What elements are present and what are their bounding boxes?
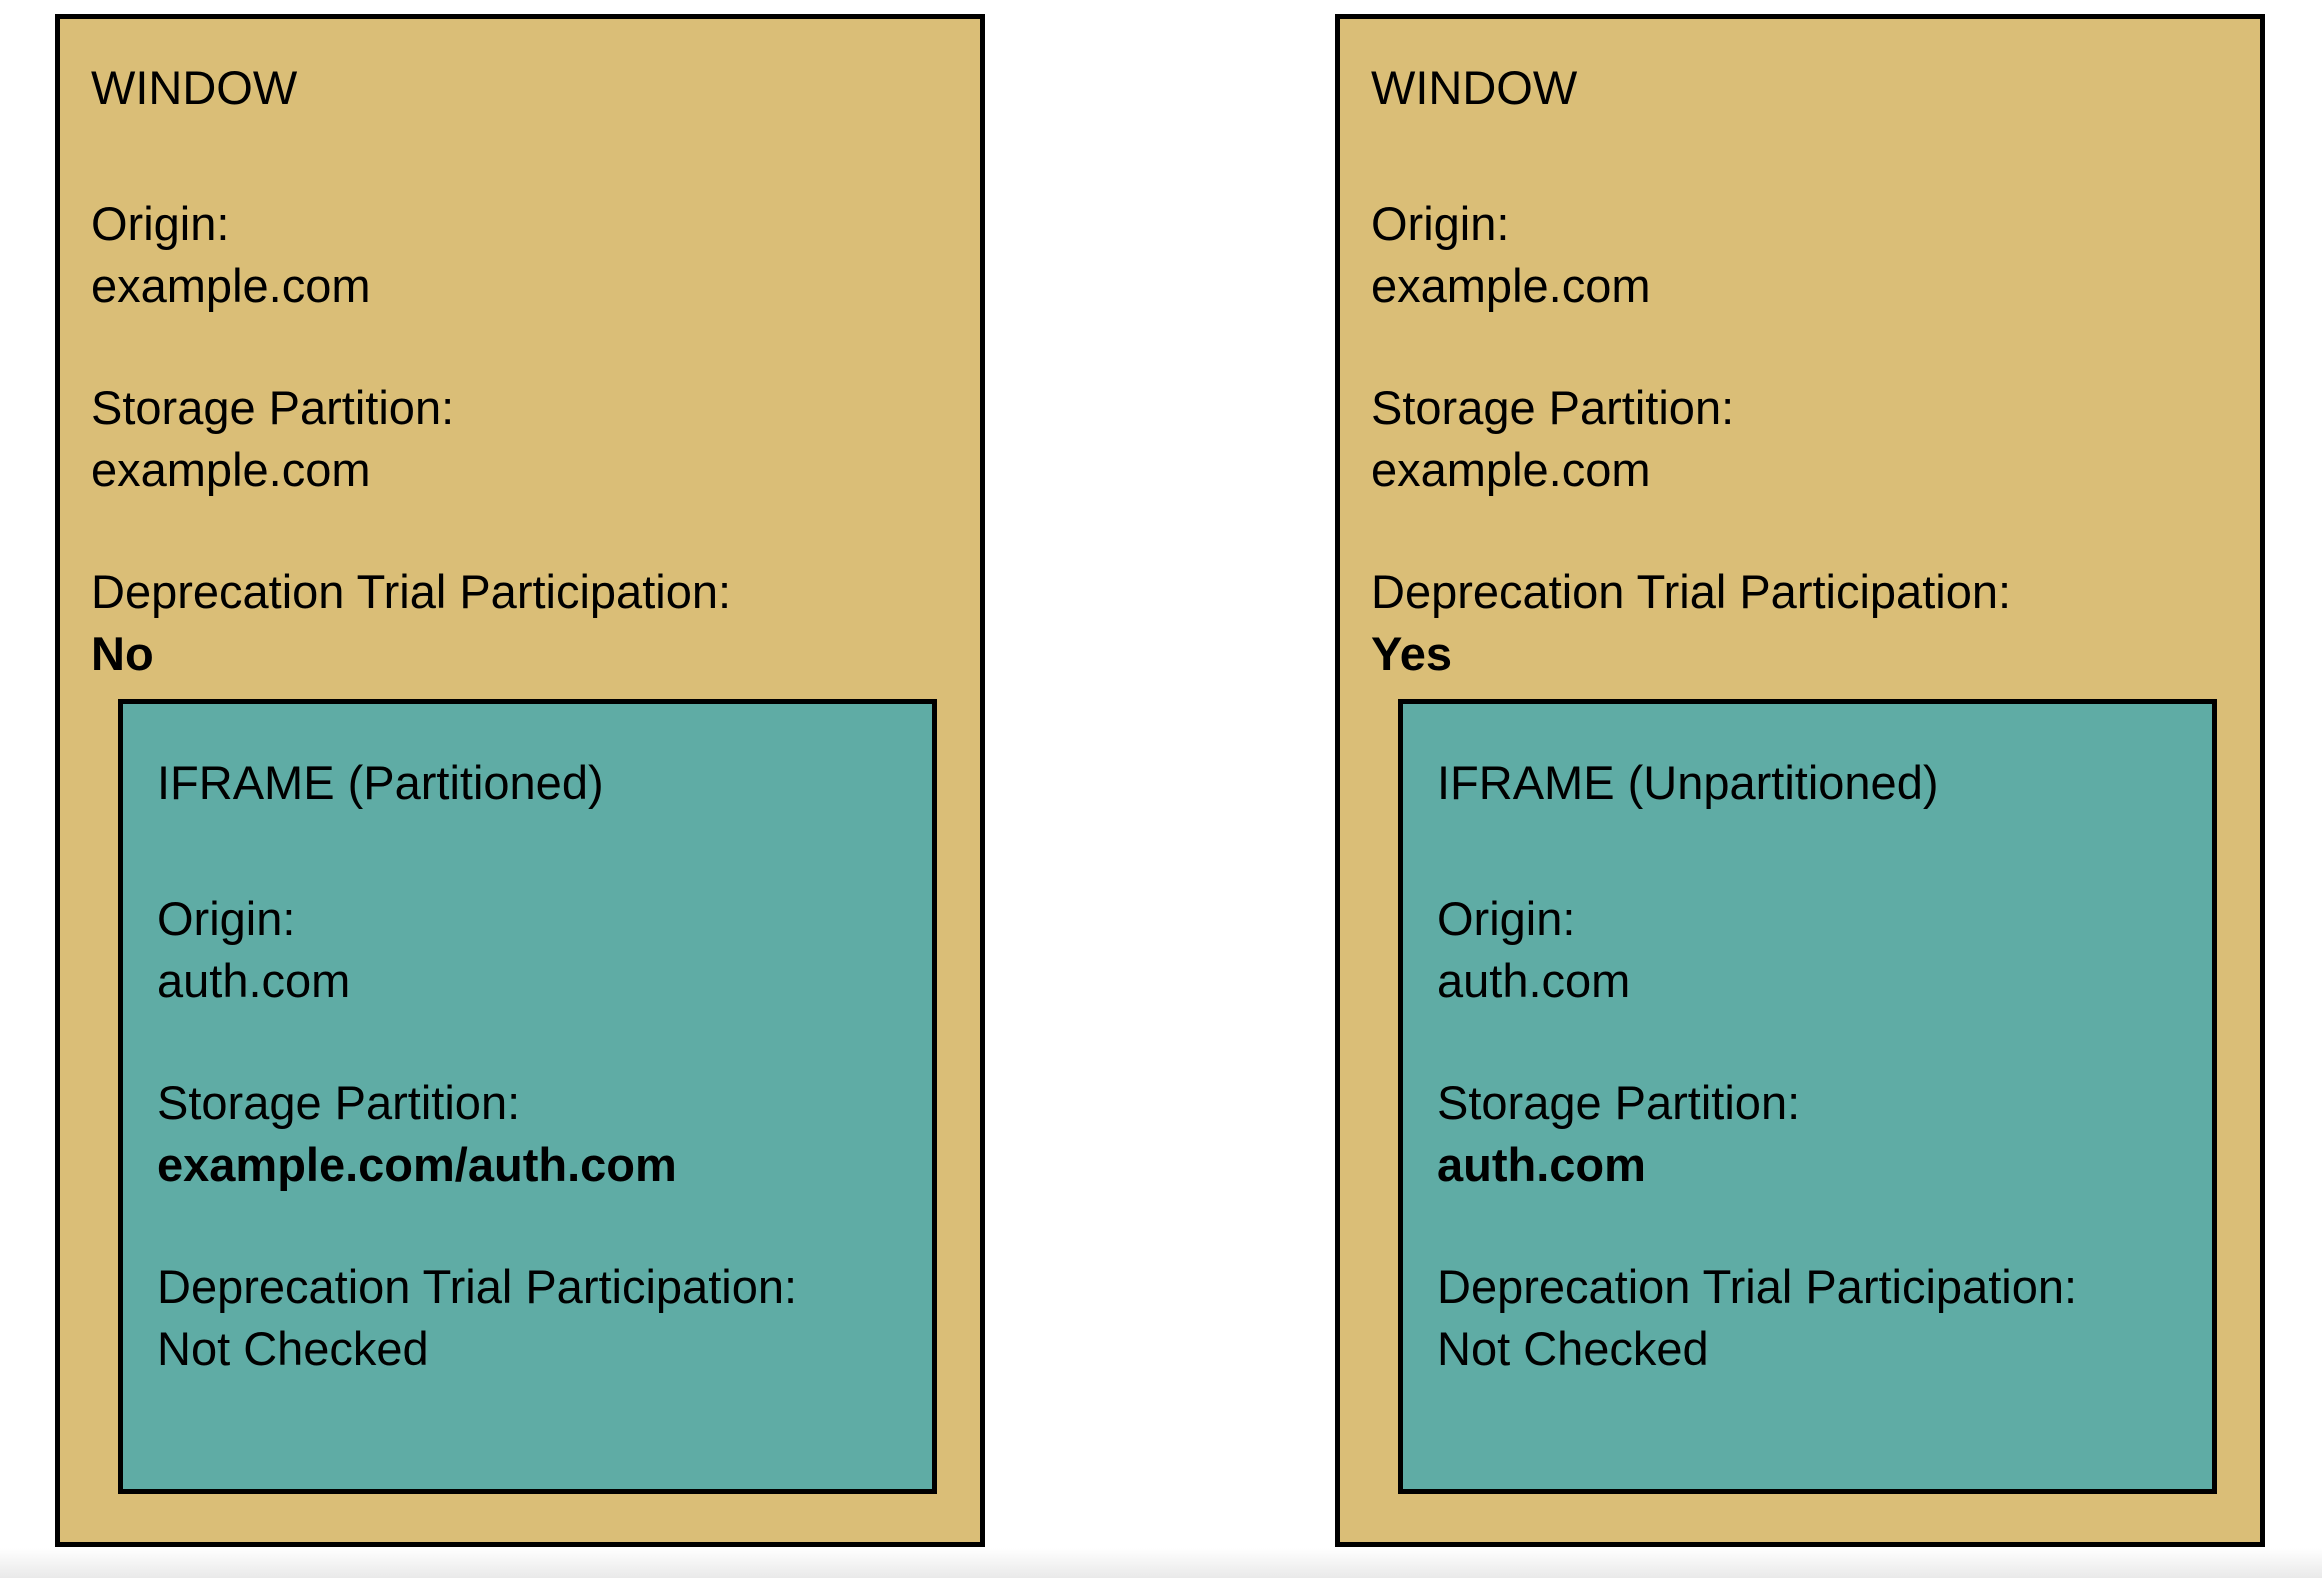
deprecation-trial-label: Deprecation Trial Participation: [91,565,732,618]
iframe-storage-partition-value: auth.com [1437,1138,1646,1191]
origin-label: Origin: [1371,197,1510,250]
window-box-left: WINDOW Origin: example.com Storage Parti… [55,14,985,1547]
storage-partition-field: Storage Partition: example.com [1371,377,2229,501]
deprecation-trial-value: Yes [1371,627,1453,680]
storage-partition-value: example.com [1371,443,1651,496]
iframe-storage-partition-field: Storage Partition: example.com/auth.com [157,1072,902,1196]
iframe-storage-partition-value: example.com/auth.com [157,1138,677,1191]
iframe-origin-field: Origin: auth.com [1437,888,2182,1012]
window-title: WINDOW [1371,61,1578,114]
iframe-title: IFRAME (Unpartitioned) [1437,756,1939,809]
iframe-deprecation-trial-value: Not Checked [1437,1322,1709,1375]
window-box-right: WINDOW Origin: example.com Storage Parti… [1335,14,2265,1547]
storage-partition-label: Storage Partition: [1371,381,1735,434]
iframe-box-partitioned: IFRAME (Partitioned) Origin: auth.com St… [118,699,937,1494]
deprecation-trial-field: Deprecation Trial Participation: No [91,561,949,685]
iframe-origin-value: auth.com [1437,954,1631,1007]
iframe-origin-value: auth.com [157,954,351,1007]
deprecation-trial-field: Deprecation Trial Participation: Yes [1371,561,2229,685]
storage-partition-label: Storage Partition: [91,381,455,434]
iframe-origin-label: Origin: [157,892,296,945]
iframe-deprecation-trial-value: Not Checked [157,1322,429,1375]
deprecation-trial-value: No [91,627,154,680]
iframe-origin-label: Origin: [1437,892,1576,945]
iframe-storage-partition-field: Storage Partition: auth.com [1437,1072,2182,1196]
storage-partition-value: example.com [91,443,371,496]
origin-field: Origin: example.com [1371,193,2229,317]
origin-value: example.com [1371,259,1651,312]
iframe-deprecation-trial-field: Deprecation Trial Participation: Not Che… [1437,1256,2182,1380]
deprecation-trial-label: Deprecation Trial Participation: [1371,565,2012,618]
origin-label: Origin: [91,197,230,250]
iframe-storage-partition-label: Storage Partition: [157,1076,521,1129]
iframe-origin-field: Origin: auth.com [157,888,902,1012]
iframe-deprecation-trial-label: Deprecation Trial Participation: [157,1260,798,1313]
origin-field: Origin: example.com [91,193,949,317]
window-title: WINDOW [91,61,298,114]
iframe-deprecation-trial-field: Deprecation Trial Participation: Not Che… [157,1256,902,1380]
iframe-box-unpartitioned: IFRAME (Unpartitioned) Origin: auth.com … [1398,699,2217,1494]
iframe-deprecation-trial-label: Deprecation Trial Participation: [1437,1260,2078,1313]
page-bottom-edge [0,1548,2322,1578]
storage-partition-field: Storage Partition: example.com [91,377,949,501]
iframe-storage-partition-label: Storage Partition: [1437,1076,1801,1129]
iframe-title: IFRAME (Partitioned) [157,756,604,809]
origin-value: example.com [91,259,371,312]
